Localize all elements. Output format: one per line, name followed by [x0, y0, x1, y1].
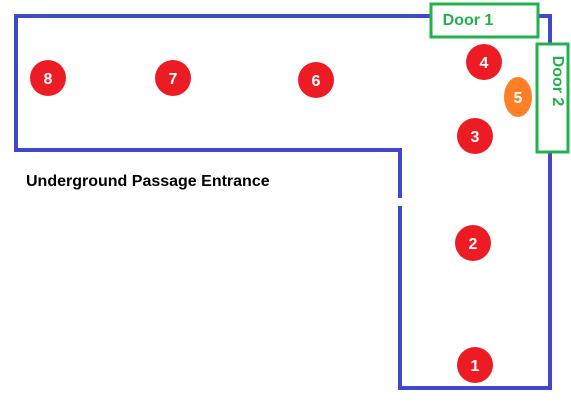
marker-4: 4: [466, 44, 502, 80]
marker-8: 8: [30, 60, 66, 96]
marker-circle: [298, 62, 334, 98]
door-1-label: Door 1: [443, 12, 494, 29]
marker-number: 3: [471, 129, 480, 146]
marker-5: 5: [504, 77, 532, 117]
marker-6: 6: [298, 62, 334, 98]
marker-circle: [30, 60, 66, 96]
passage-wall: [14, 14, 552, 390]
door-1[interactable]: Door 1: [429, 2, 540, 39]
marker-3: 3: [457, 118, 493, 154]
door-2[interactable]: Door 2: [535, 42, 570, 154]
marker-number: 6: [312, 73, 321, 90]
marker-layer: 1 2 3 4 5 6 7 8: [30, 44, 532, 383]
marker-number: 1: [471, 358, 480, 375]
marker-1: 1: [457, 347, 493, 383]
marker-circle: [504, 77, 532, 117]
marker-number: 4: [480, 55, 489, 72]
marker-circle: [466, 44, 502, 80]
marker-number: 5: [514, 90, 523, 107]
map-title: Underground Passage Entrance: [26, 173, 270, 190]
marker-number: 2: [469, 236, 478, 253]
door-2-label: Door 2: [549, 56, 566, 107]
marker-circle: [155, 60, 191, 96]
marker-2: 2: [455, 225, 491, 261]
marker-7: 7: [155, 60, 191, 96]
marker-circle: [455, 225, 491, 261]
marker-circle: [457, 118, 493, 154]
marker-number: 7: [169, 71, 178, 88]
marker-number: 8: [44, 71, 53, 88]
marker-circle: [457, 347, 493, 383]
